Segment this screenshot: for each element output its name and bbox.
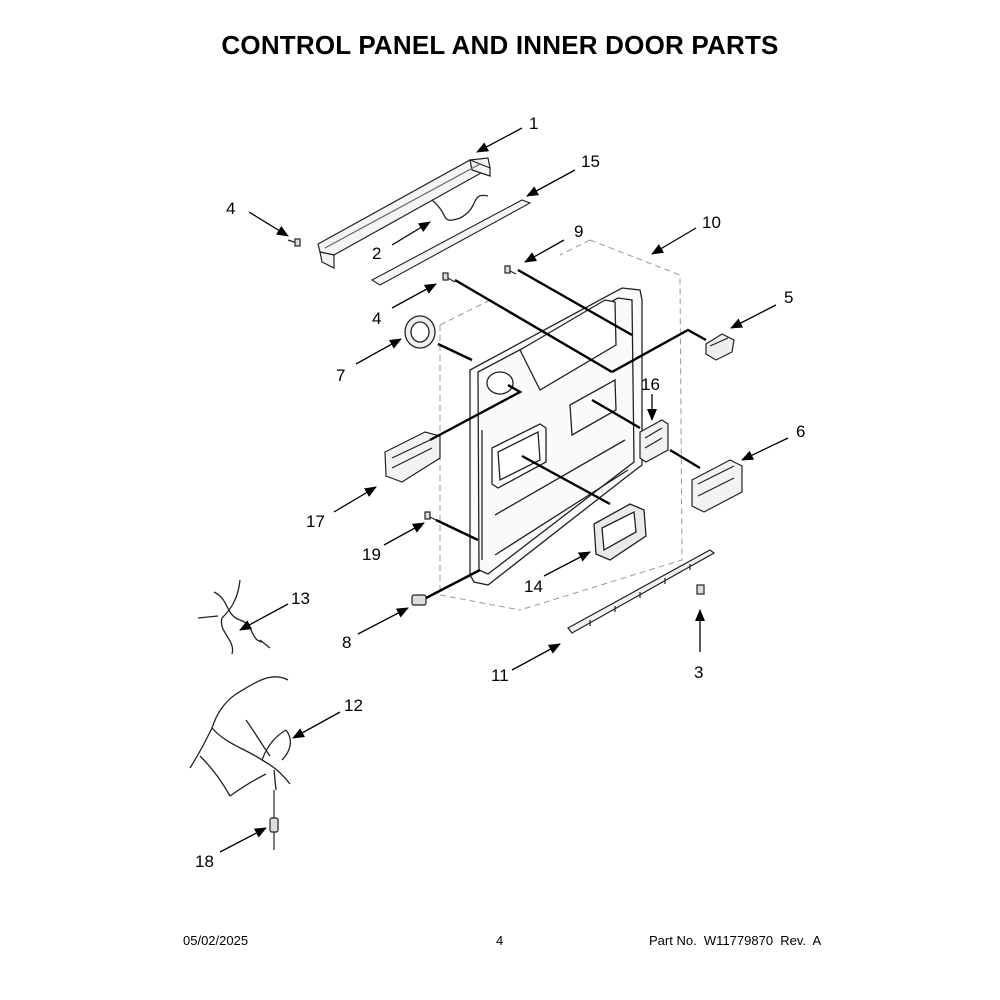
screw-center: [442, 272, 456, 283]
bottom-rail: [567, 549, 716, 634]
arrow-5: [730, 304, 777, 329]
arrow-6: [741, 437, 789, 461]
callout-3: 3: [694, 663, 703, 682]
leader-line-9: [517, 268, 633, 337]
wire-harness-small: [197, 579, 271, 655]
callout-1: 1: [529, 114, 538, 133]
hinge-bolt: [411, 594, 427, 606]
callout-15: 15: [581, 152, 600, 171]
arrow-12: [292, 711, 341, 739]
callout-12: 12: [344, 696, 363, 715]
arrow-4b: [391, 283, 437, 309]
callout-4a: 4: [226, 199, 235, 218]
callout-7: 7: [336, 366, 345, 385]
control-module: [691, 459, 743, 513]
callout-17: 17: [306, 512, 325, 531]
callout-10: 10: [702, 213, 721, 232]
callout-18: 18: [195, 852, 214, 871]
inner-door-tub-outline: [439, 239, 683, 611]
console-wire: [431, 194, 489, 221]
arrow-9: [524, 239, 565, 263]
arrow-7: [355, 338, 402, 365]
control-panel-console: [317, 157, 491, 269]
leader-line-19: [435, 518, 479, 542]
callout-8: 8: [342, 633, 351, 652]
arrow-14: [543, 551, 591, 577]
footer-page-number: 4: [496, 933, 504, 948]
callout-4b: 4: [372, 309, 381, 328]
screw-part-9: [504, 265, 517, 275]
console-gasket-strip: [370, 199, 532, 286]
callout-13: 13: [291, 589, 310, 608]
leader-line-14: [521, 454, 611, 506]
callout-numbers: 1 15 4 2 9 10 4 5 7 16 6 17 19 14 13 8 1…: [195, 114, 805, 871]
callout-19: 19: [362, 545, 381, 564]
leader-line-8: [425, 568, 481, 600]
callout-2: 2: [372, 244, 381, 263]
leader-line-6: [669, 448, 701, 470]
arrow-10: [651, 227, 697, 255]
leader-line-5: [611, 328, 707, 374]
arrow-19: [383, 522, 425, 546]
leader-line-7: [437, 342, 473, 362]
callout-11: 11: [491, 666, 509, 685]
arrow-4a: [248, 211, 289, 237]
leader-line-10-top: [454, 278, 613, 374]
leader-line-16: [591, 398, 641, 430]
arrow-1: [476, 127, 523, 153]
callout-6: 6: [796, 422, 805, 441]
footer-date: 05/02/2025: [183, 933, 249, 948]
screw-part-19: [424, 511, 437, 521]
callout-5: 5: [784, 288, 793, 307]
leader-line-17: [429, 383, 523, 442]
callout-14: 14: [524, 577, 543, 596]
leader-lines: [425, 268, 707, 600]
callout-arrows: [219, 127, 789, 853]
footer-part-number: Part No. W11779870 Rev. A: [649, 933, 822, 948]
screw-part-3: [696, 584, 705, 595]
inner-door-panel: [469, 287, 643, 586]
callout-16: 16: [641, 375, 660, 394]
dispenser-module: [384, 431, 441, 483]
arrow-15: [526, 169, 576, 197]
screw-top-left: [287, 238, 301, 247]
wire-harness-main: [189, 676, 292, 797]
sensor-part-18: [269, 790, 279, 850]
page-title: CONTROL PANEL AND INNER DOOR PARTS: [221, 30, 779, 60]
control-bracket: [639, 419, 669, 463]
arrow-18: [219, 827, 267, 853]
arrow-13: [239, 603, 289, 631]
arrow-17: [333, 486, 377, 513]
arrow-11: [511, 643, 561, 671]
detergent-dispenser: [593, 503, 647, 561]
door-latch: [705, 333, 735, 361]
arrow-2: [391, 221, 431, 246]
arrow-8: [357, 607, 409, 635]
vent-assembly: [404, 315, 436, 349]
callout-9: 9: [574, 222, 583, 241]
